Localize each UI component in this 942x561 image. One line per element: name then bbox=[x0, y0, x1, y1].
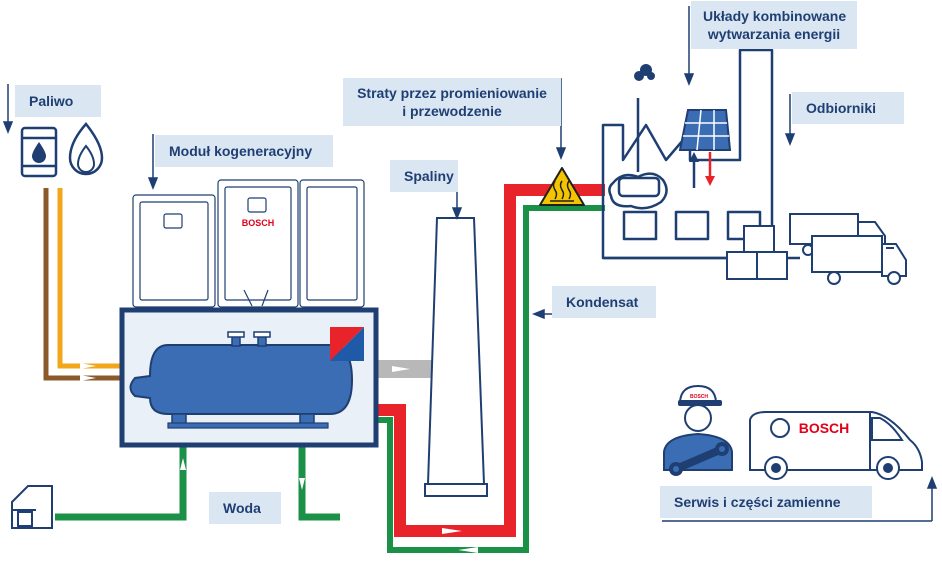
losses-label-line1: Straty przez promieniowanie bbox=[357, 85, 547, 101]
consumers-label: Odbiorniki bbox=[792, 92, 904, 124]
service-label-text: Serwis i części zamienne bbox=[674, 494, 841, 510]
losses-label: Straty przez promieniowanie i przewodzen… bbox=[343, 78, 561, 126]
cogeneration-label: Układy kombinowane wytwarzania energii bbox=[691, 1, 857, 49]
fuel-label: Paliwo bbox=[15, 85, 101, 117]
service-label: Serwis i części zamienne bbox=[660, 486, 872, 518]
service-van-icon bbox=[749, 411, 923, 480]
fuel-label-text: Paliwo bbox=[29, 93, 74, 109]
cogeneration-label-line1: Układy kombinowane bbox=[703, 8, 847, 24]
oil-barrel-icon bbox=[20, 126, 58, 178]
flue-gas-label-text: Spaliny bbox=[404, 168, 454, 184]
water-label-text: Woda bbox=[223, 500, 261, 516]
chimney bbox=[424, 217, 488, 497]
module-bosch-logo: BOSCH bbox=[242, 218, 275, 228]
chp-module-label-text: Moduł kogeneracyjny bbox=[169, 143, 313, 159]
condensate-label-text: Kondensat bbox=[566, 294, 639, 310]
condensate-label: Kondensat bbox=[552, 286, 656, 318]
flue-gas-duct bbox=[376, 360, 436, 378]
water-source-icon bbox=[11, 485, 53, 529]
gas-flame-icon bbox=[68, 122, 104, 176]
smoke-cloud bbox=[634, 64, 655, 81]
wrench-icon bbox=[669, 442, 729, 476]
flue-gas-label: Spaliny bbox=[390, 160, 458, 192]
energy-exchange-arrows bbox=[689, 152, 715, 188]
heat-warning-sign bbox=[539, 167, 585, 206]
solar-panel bbox=[678, 109, 732, 151]
cap-bosch-logo: BOSCH bbox=[690, 394, 708, 400]
van-bosch-logo: BOSCH bbox=[799, 420, 850, 436]
cogeneration-label-line2: wytwarzania energii bbox=[707, 26, 841, 42]
hot-water-pipe bbox=[376, 184, 605, 537]
water-pipes bbox=[55, 445, 340, 521]
buderus-corner-logo bbox=[330, 327, 364, 361]
chp-module-label: Moduł kogeneracyjny bbox=[155, 135, 333, 167]
losses-label-line2: i przewodzenie bbox=[402, 103, 502, 119]
water-label: Woda bbox=[209, 492, 281, 524]
chp-module-cabinet bbox=[132, 179, 365, 308]
fuel-pipes bbox=[43, 188, 122, 381]
service-technician-icon bbox=[663, 384, 733, 471]
delivery-truck-front bbox=[811, 235, 907, 285]
boiler-body bbox=[129, 331, 354, 429]
condensate-pipe bbox=[376, 205, 605, 553]
goods-boxes bbox=[726, 225, 788, 280]
consumers-label-text: Odbiorniki bbox=[806, 100, 876, 116]
